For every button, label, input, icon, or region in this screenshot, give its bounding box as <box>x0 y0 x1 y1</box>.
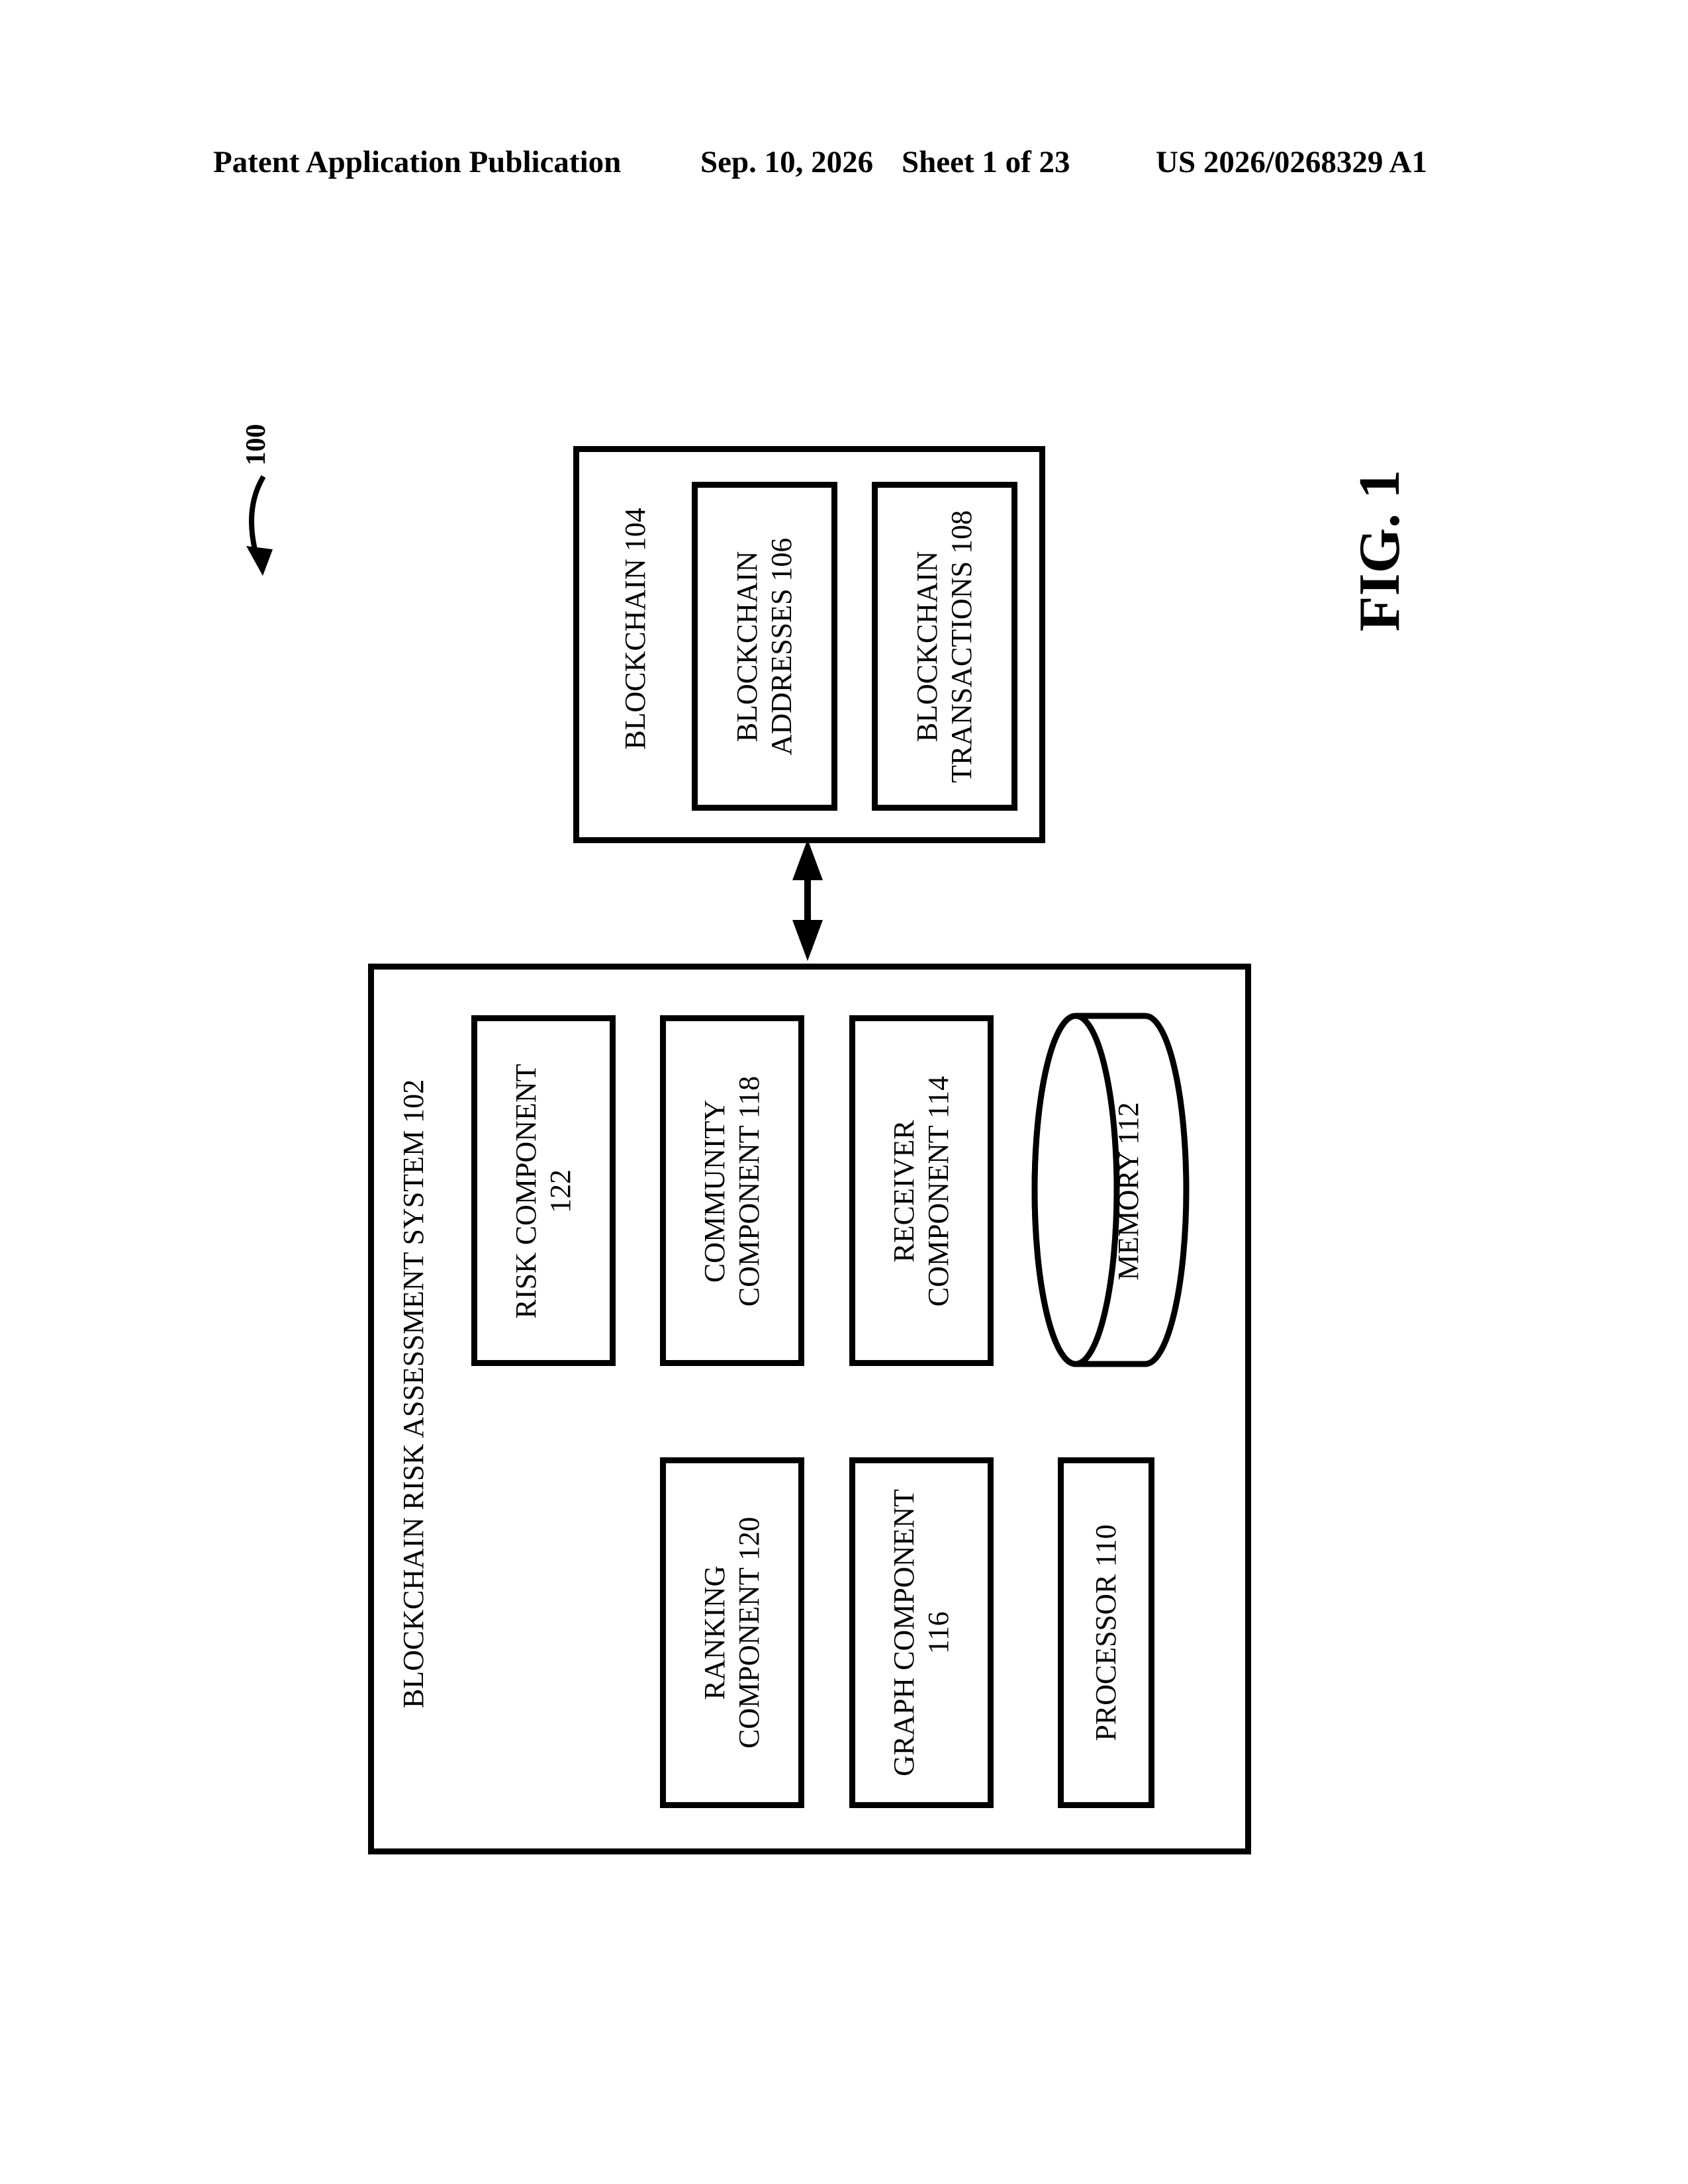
processor-label: PROCESSOR 110 <box>1089 1494 1123 1772</box>
memory-label: MEMORY 112 <box>1111 1052 1146 1330</box>
figure-caption: FIG. 1 <box>1346 455 1408 647</box>
ranking-component-label: RANKINGCOMPONENT 120 <box>698 1467 767 1798</box>
graph-component-label: GRAPH COMPONENT116 <box>887 1467 956 1798</box>
